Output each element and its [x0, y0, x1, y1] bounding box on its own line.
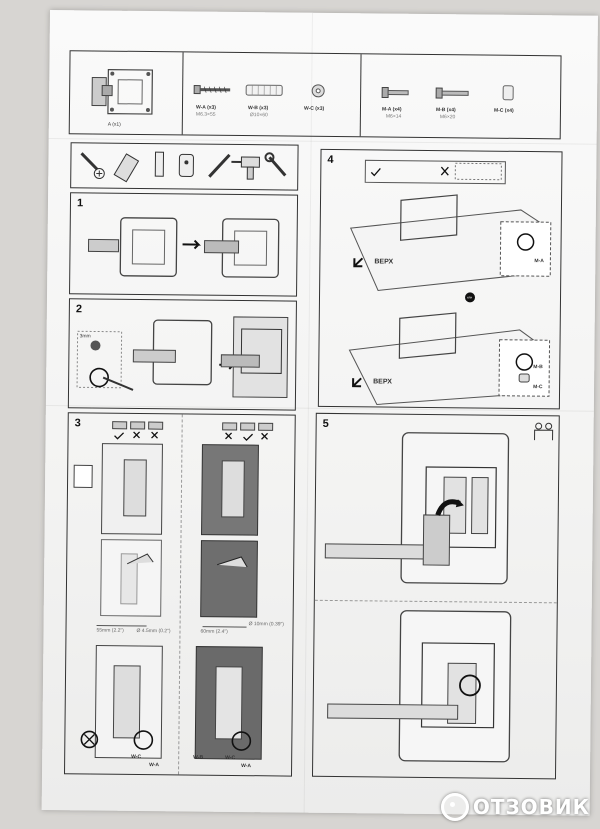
label-wb-right: W-B — [193, 754, 204, 761]
step-2-illustration — [76, 316, 289, 399]
wrench-icon — [264, 152, 287, 177]
step-3-box: 3 — [63, 412, 296, 777]
wa-code: W-A (x3) — [195, 104, 217, 111]
dim-drill-right: Ø 10mm (0.39") — [248, 621, 285, 628]
step-3-illustration — [73, 421, 274, 760]
label-ma: M-A — [534, 258, 544, 265]
step-2-box: 2 3mm — [67, 298, 297, 411]
bracket-a-label: A (x1) — [107, 121, 121, 128]
step-4-illustration — [348, 159, 552, 405]
ma-code: M-A (x4) — [381, 106, 402, 113]
tools-box — [70, 142, 299, 191]
instruction-sheet: A (x1) W-A (x3) M6.3×55 W-B (x3) Ø10×60 … — [41, 10, 598, 816]
screw-ma-icon — [381, 86, 409, 99]
screw-mb-icon — [435, 87, 469, 99]
divider — [359, 54, 362, 137]
label-wa-left: W-A — [149, 762, 160, 769]
label-wc-left: W-C — [131, 753, 142, 760]
wa-size: M6.3×55 — [195, 111, 216, 118]
step-1-illustration — [87, 217, 280, 279]
wb-size: Ø10×60 — [249, 112, 268, 119]
two-person-icon — [534, 422, 554, 441]
dim-hole-depth-left: 55mm (2.2") — [96, 627, 124, 634]
spacer-mc-icon — [502, 85, 514, 101]
watermark: ОТЗОВИК — [440, 793, 590, 821]
label-wc-right: W-C — [225, 754, 236, 761]
or-label: или — [466, 295, 473, 300]
marker-icon — [154, 151, 165, 177]
label-wa-right: W-A — [241, 763, 252, 770]
step-4-box: 4 ВЕРХ или ВЕРХ M-A M-B M- — [317, 148, 563, 410]
parts-table: A (x1) W-A (x3) M6.3×55 W-B (x3) Ø10×60 … — [68, 50, 562, 140]
wall-type-icons-left — [112, 421, 164, 430]
up-label-bottom: ВЕРХ — [373, 378, 392, 386]
label-mb: M-B — [533, 364, 543, 371]
wall-type-icons-right — [222, 422, 274, 431]
divider — [181, 52, 184, 135]
step-1-box: 1 — [69, 192, 299, 297]
otzovik-logo-icon — [440, 793, 469, 821]
screwdriver-icon — [80, 152, 105, 180]
up-label-top: ВЕРХ — [374, 258, 394, 266]
screw-wa-icon — [193, 85, 231, 95]
drill-icon — [231, 156, 260, 180]
mc-code: M-C (x4) — [493, 107, 514, 114]
wc-code: W-C (x3) — [303, 105, 325, 112]
stud-finder-icon — [178, 153, 194, 177]
dim-hole-depth-right: 60mm (2.4") — [200, 628, 228, 635]
anchor-wb-icon — [245, 84, 283, 96]
dim-drill-left: Ø 4.5mm (0.2") — [136, 627, 171, 635]
level-icon — [113, 153, 140, 183]
ma-size: M6×14 — [385, 113, 402, 120]
step-5-illustration — [324, 422, 554, 763]
mb-code: M-B (x4) — [435, 107, 456, 114]
label-mc: M-C — [533, 384, 543, 391]
pencil-icon — [208, 153, 231, 178]
wb-code: W-B (x3) — [247, 105, 269, 112]
step-5-box: 5 — [311, 412, 560, 780]
tools-illustration — [80, 151, 287, 183]
bracket-a-illustration — [91, 69, 153, 115]
watermark-text: ОТЗОВИК — [472, 795, 590, 819]
mb-size: M6×20 — [439, 114, 456, 121]
washer-wc-icon — [311, 84, 325, 98]
